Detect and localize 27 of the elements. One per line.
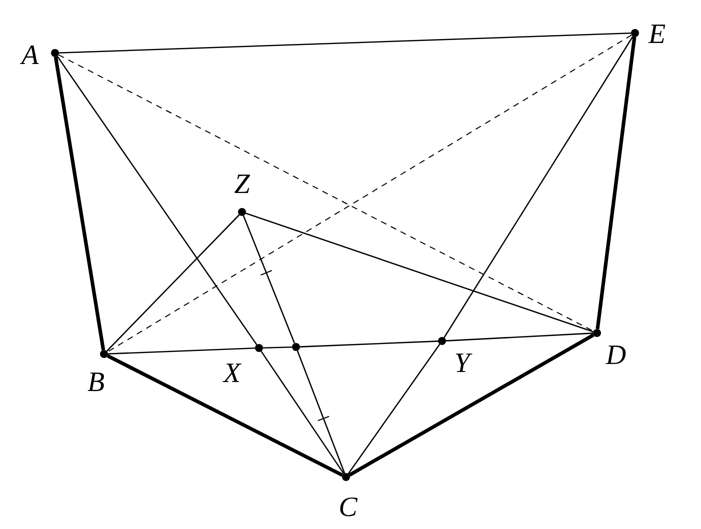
line-segment bbox=[58, 32, 632, 54]
line-segment bbox=[444, 36, 634, 338]
line-segment bbox=[300, 340, 438, 348]
line-segment bbox=[242, 215, 296, 344]
line-segment bbox=[106, 354, 344, 477]
line-segment bbox=[348, 344, 440, 474]
line-segment bbox=[596, 36, 636, 330]
point-label: D bbox=[606, 342, 626, 370]
point-label: E bbox=[648, 21, 666, 49]
point-label: C bbox=[338, 494, 358, 522]
point-label: Z bbox=[234, 171, 250, 199]
point-label: Y bbox=[454, 350, 470, 378]
line-segment bbox=[246, 212, 594, 332]
point-label: X bbox=[223, 360, 241, 388]
line-segment bbox=[106, 214, 240, 352]
line-segment bbox=[262, 346, 292, 349]
line-segment bbox=[108, 348, 256, 354]
line-segment bbox=[296, 350, 346, 474]
line-segment bbox=[348, 333, 594, 477]
dashed-line bbox=[106, 34, 632, 352]
line-segment bbox=[260, 350, 344, 474]
point-label: A bbox=[21, 42, 39, 70]
line-segment bbox=[56, 56, 258, 346]
line-segment bbox=[54, 56, 106, 350]
point-label: B bbox=[87, 369, 105, 397]
line-segment bbox=[446, 332, 594, 342]
dashed-line bbox=[58, 54, 594, 332]
